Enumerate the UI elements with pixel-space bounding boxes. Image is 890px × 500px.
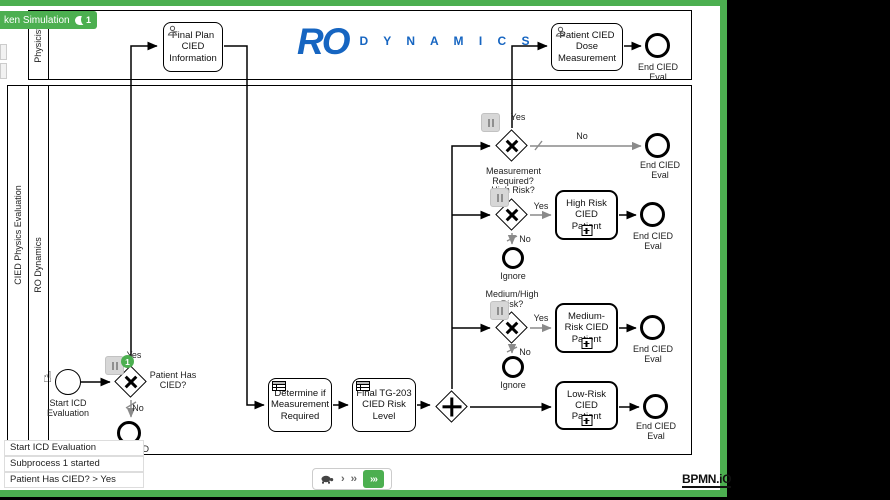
ro-logo-mark: RO <box>297 20 350 62</box>
end-event-label: End CIED Eval <box>635 421 677 442</box>
default-flow-slash <box>506 346 518 353</box>
task-label: Final Plan CIED Information <box>169 30 217 64</box>
bpmn-io-logo[interactable]: BPMN.iO <box>682 472 732 488</box>
subprocess-low-risk-cied-patient[interactable]: Low-Risk CIED Patient <box>555 381 618 430</box>
parallel-gateway-plus-icon <box>434 389 470 425</box>
end-event-ignore-medium[interactable] <box>502 356 524 378</box>
task-final-plan-cied-information[interactable]: Final Plan CIED Information <box>163 22 223 72</box>
flow-label-yes: Yes <box>126 350 142 360</box>
expand-subprocess-icon[interactable] <box>581 415 592 426</box>
tortoise-icon[interactable] <box>320 474 334 484</box>
task-label: Determine if Measurement Required <box>270 388 330 422</box>
speed-fast-button[interactable]: ›› <box>350 472 357 485</box>
flow-label-yes: Yes <box>533 201 549 211</box>
gateway-question-label: Patient Has CIED? <box>149 370 197 391</box>
lane-label-divider <box>48 85 50 455</box>
end-event-label: End CIED Eval <box>637 62 679 83</box>
ignore-label: Ignore <box>500 380 526 390</box>
simulation-speed-control: › ›› ››› <box>312 468 392 490</box>
token-count-badge: 1 <box>81 12 96 27</box>
start-event-icd-evaluation[interactable] <box>55 369 81 395</box>
simulation-border-bottom <box>0 490 727 497</box>
log-entry[interactable]: Patient Has CIED? > Yes <box>4 472 144 488</box>
speed-fastest-button-active[interactable]: ››› <box>363 470 384 488</box>
flow-label-no: No <box>576 131 588 141</box>
flow-measurement-yes-to-dose-task[interactable] <box>511 41 548 128</box>
subprocess-high-risk-cied-patient[interactable]: High Risk CIED Patient <box>555 190 618 240</box>
pool-cied-evaluation[interactable] <box>7 85 692 455</box>
business-rule-task-icon <box>272 381 286 391</box>
pause-simulation-icon[interactable] <box>481 113 500 132</box>
expand-subprocess-icon[interactable] <box>581 338 592 349</box>
pause-simulation-icon[interactable] <box>490 301 509 320</box>
end-event-measurement-no[interactable] <box>645 133 670 158</box>
end-event-medium-risk[interactable] <box>640 315 665 340</box>
end-event-label: End CIED Eval <box>632 231 674 252</box>
user-task-icon <box>167 25 178 36</box>
ignore-label: Ignore <box>500 271 526 281</box>
task-label: Patient CIED Dose Measurement <box>557 30 617 64</box>
gateway-question-label: Measurement Required? <box>486 166 542 187</box>
end-event-ignore-high[interactable] <box>502 247 524 269</box>
pause-simulation-icon[interactable] <box>490 188 509 207</box>
default-flow-slash <box>506 235 518 242</box>
flow-parallel-to-measurement-gateway[interactable] <box>451 141 491 389</box>
palette-tool-icon[interactable] <box>0 63 7 79</box>
sequence-flows-layer <box>100 41 642 418</box>
simulation-border-right <box>720 0 727 497</box>
task-patient-cied-dose-measurement[interactable]: Patient CIED Dose Measurement <box>551 23 623 71</box>
flow-label-no: No <box>519 347 531 357</box>
expand-subprocess-icon[interactable] <box>581 225 592 236</box>
pool-physicist[interactable] <box>28 10 692 80</box>
end-event-low-risk[interactable] <box>643 394 668 419</box>
flow-label-yes: Yes <box>533 313 549 323</box>
flow-cied-yes-to-final-plan[interactable] <box>130 41 158 364</box>
speed-normal-button[interactable]: › <box>341 472 345 485</box>
gateway-measurement-required[interactable] <box>494 128 530 164</box>
log-entry[interactable]: Subprocess 1 started <box>4 456 144 472</box>
end-event-high-risk[interactable] <box>640 202 665 227</box>
gateway-parallel-split[interactable] <box>434 389 470 425</box>
start-event-label: Start ICD Evaluation <box>46 398 90 419</box>
default-flow-slash <box>125 401 137 409</box>
ro-dynamics-logo: RO D Y N A M I C S <box>297 20 536 62</box>
gateway-token-count-badge: 1 <box>121 355 134 368</box>
subprocess-medium-risk-cied-patient[interactable]: Medium-Risk CIED Patient <box>555 303 618 353</box>
task-label: Final TG-203 CIED Risk Level <box>356 388 412 422</box>
pointer-hand-cursor-icon: ☝ <box>43 369 53 386</box>
simulation-border-top <box>0 0 726 6</box>
palette-strip[interactable] <box>0 44 8 82</box>
end-event-label: End CIED Eval <box>639 160 681 181</box>
exclusive-gateway-x-icon <box>494 128 530 164</box>
flow-final-plan-to-determine[interactable] <box>224 45 265 410</box>
palette-tool-icon[interactable] <box>0 44 7 60</box>
pool-physicist-label-divider <box>48 10 50 80</box>
log-entry[interactable]: Start ICD Evaluation <box>4 440 144 456</box>
default-flow-slash <box>534 140 543 151</box>
task-determine-if-measurement-required[interactable]: Determine if Measurement Required <box>268 378 332 432</box>
flow-label-no: No <box>519 234 531 244</box>
ro-logo-text: D Y N A M I C S <box>359 34 536 48</box>
flow-label-no: No <box>132 403 144 413</box>
gateway-question-label: Medium/High Risk? <box>485 289 539 310</box>
token-simulation-label: ken Simulation <box>4 14 70 26</box>
end-event-top[interactable] <box>645 33 670 58</box>
business-rule-task-icon <box>356 381 370 391</box>
gateway-question-label: High Risk? <box>491 185 535 195</box>
flow-label-yes: Yes <box>510 112 526 122</box>
user-task-icon <box>555 26 566 37</box>
task-final-tg203-cied-risk-level[interactable]: Final TG-203 CIED Risk Level <box>352 378 416 432</box>
end-event-label: End CIED Eval <box>632 344 674 365</box>
pool-evaluation-label-divider <box>28 85 30 455</box>
